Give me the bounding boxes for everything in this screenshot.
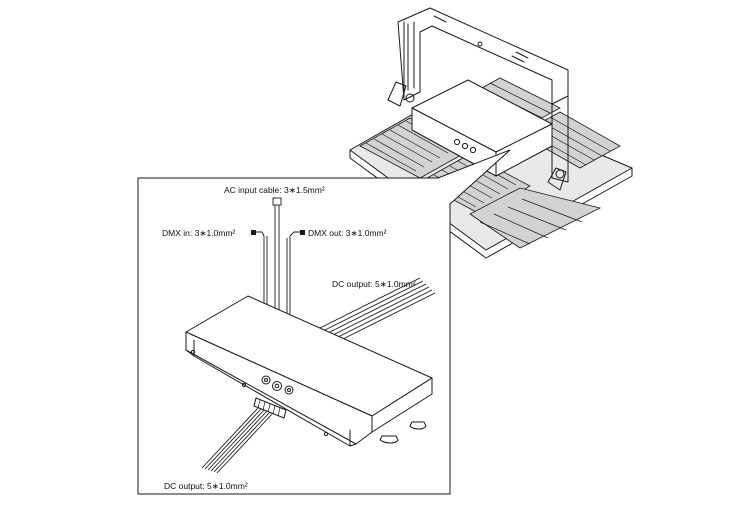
gland-2 — [461, 142, 469, 150]
bracket-hole — [477, 41, 483, 47]
dmx-out-end — [300, 230, 305, 235]
connector-strip — [253, 397, 287, 419]
gland-ac — [272, 381, 282, 391]
gland-1 — [453, 138, 461, 146]
screw-3 — [323, 431, 329, 437]
floodlight-fixture — [349, 7, 633, 259]
ac-input-end — [272, 197, 282, 206]
detail-callout — [137, 149, 511, 495]
label-dc-output-bottom: DC output: 5∗1.0mm² — [164, 481, 248, 491]
dc-output-bottom-wires — [201, 407, 274, 474]
label-dc-output-right: DC output: 5∗1.0mm² — [332, 279, 416, 289]
label-ac-input: AC input cable: 3∗1.5mm² — [224, 185, 325, 195]
gland-dmx-out — [284, 385, 294, 395]
knob-right — [547, 167, 567, 191]
driver-enclosure — [185, 295, 433, 447]
callout-panel — [137, 149, 511, 495]
screw-2 — [241, 382, 247, 388]
bracket-slot-right — [511, 51, 529, 63]
wires — [201, 197, 436, 474]
dc-output-right-wires — [319, 277, 436, 344]
gland-dmx-in — [261, 375, 271, 385]
bracket-slot-top — [433, 15, 447, 23]
label-dmx-out: DMX out: 3∗1.0mm² — [308, 228, 387, 238]
foot-2 — [409, 421, 427, 430]
housing-edge — [349, 149, 633, 259]
enclosure-side — [371, 377, 433, 433]
dmx-in-end — [251, 230, 256, 235]
foot-1 — [379, 435, 399, 444]
pivot-left — [405, 93, 415, 103]
knob-left — [387, 81, 407, 107]
bracket-slot-left — [407, 21, 415, 91]
gland-3 — [469, 146, 477, 154]
label-dmx-in: DMX in: 3∗1.0mm² — [162, 228, 235, 238]
screw-1 — [190, 349, 196, 355]
enclosure-bottom-edge — [185, 349, 357, 447]
bracket-legs — [403, 21, 569, 183]
